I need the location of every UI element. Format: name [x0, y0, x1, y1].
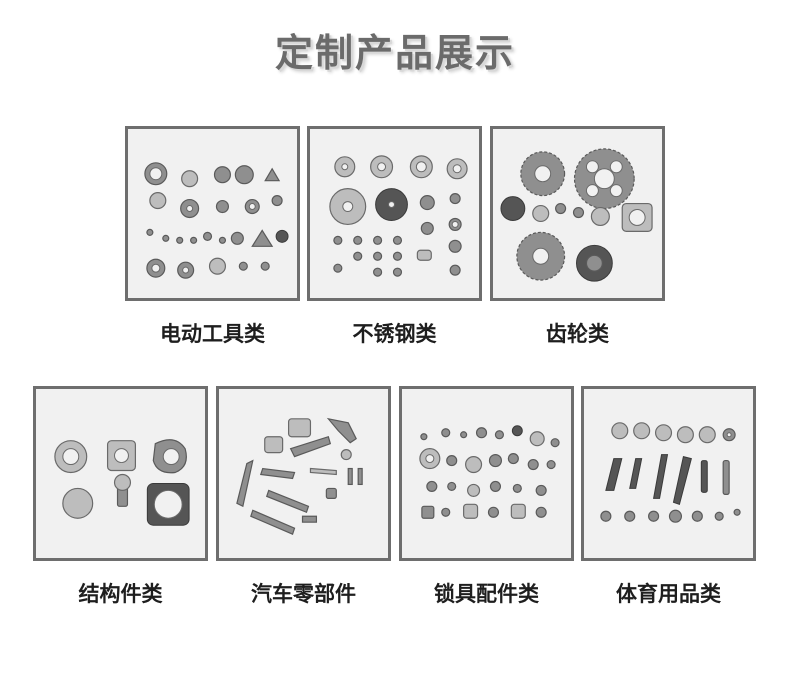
auto-parts-image [236, 417, 363, 535]
category-card-gears[interactable] [490, 126, 665, 301]
category-label-gears[interactable]: 齿轮类 [546, 322, 609, 346]
sports-goods-parts-image [600, 422, 741, 523]
category-card-stainless-steel[interactable] [307, 126, 482, 301]
category-card-power-tools[interactable] [125, 126, 300, 301]
power-tool-parts-image [144, 162, 289, 279]
category-label-structural[interactable]: 结构件类 [78, 582, 163, 606]
category-card-lock-parts[interactable] [399, 386, 574, 561]
page-title: 定制产品展示 [274, 31, 515, 75]
category-label-stainless-steel[interactable]: 不锈钢类 [352, 322, 437, 346]
category-label-lock-parts[interactable]: 锁具配件类 [434, 582, 539, 606]
category-label-power-tools[interactable]: 电动工具类 [160, 322, 265, 346]
lock-parts-image [419, 425, 560, 519]
category-card-structural[interactable] [33, 386, 208, 561]
category-card-sports-goods[interactable] [581, 386, 756, 561]
structural-parts-image [54, 439, 190, 526]
category-card-auto-parts[interactable] [216, 386, 391, 561]
category-label-sports-goods[interactable]: 体育用品类 [616, 582, 721, 606]
gear-parts-image [500, 148, 653, 282]
stainless-steel-parts-image [329, 155, 468, 277]
category-label-auto-parts[interactable]: 汽车零部件 [251, 582, 356, 606]
